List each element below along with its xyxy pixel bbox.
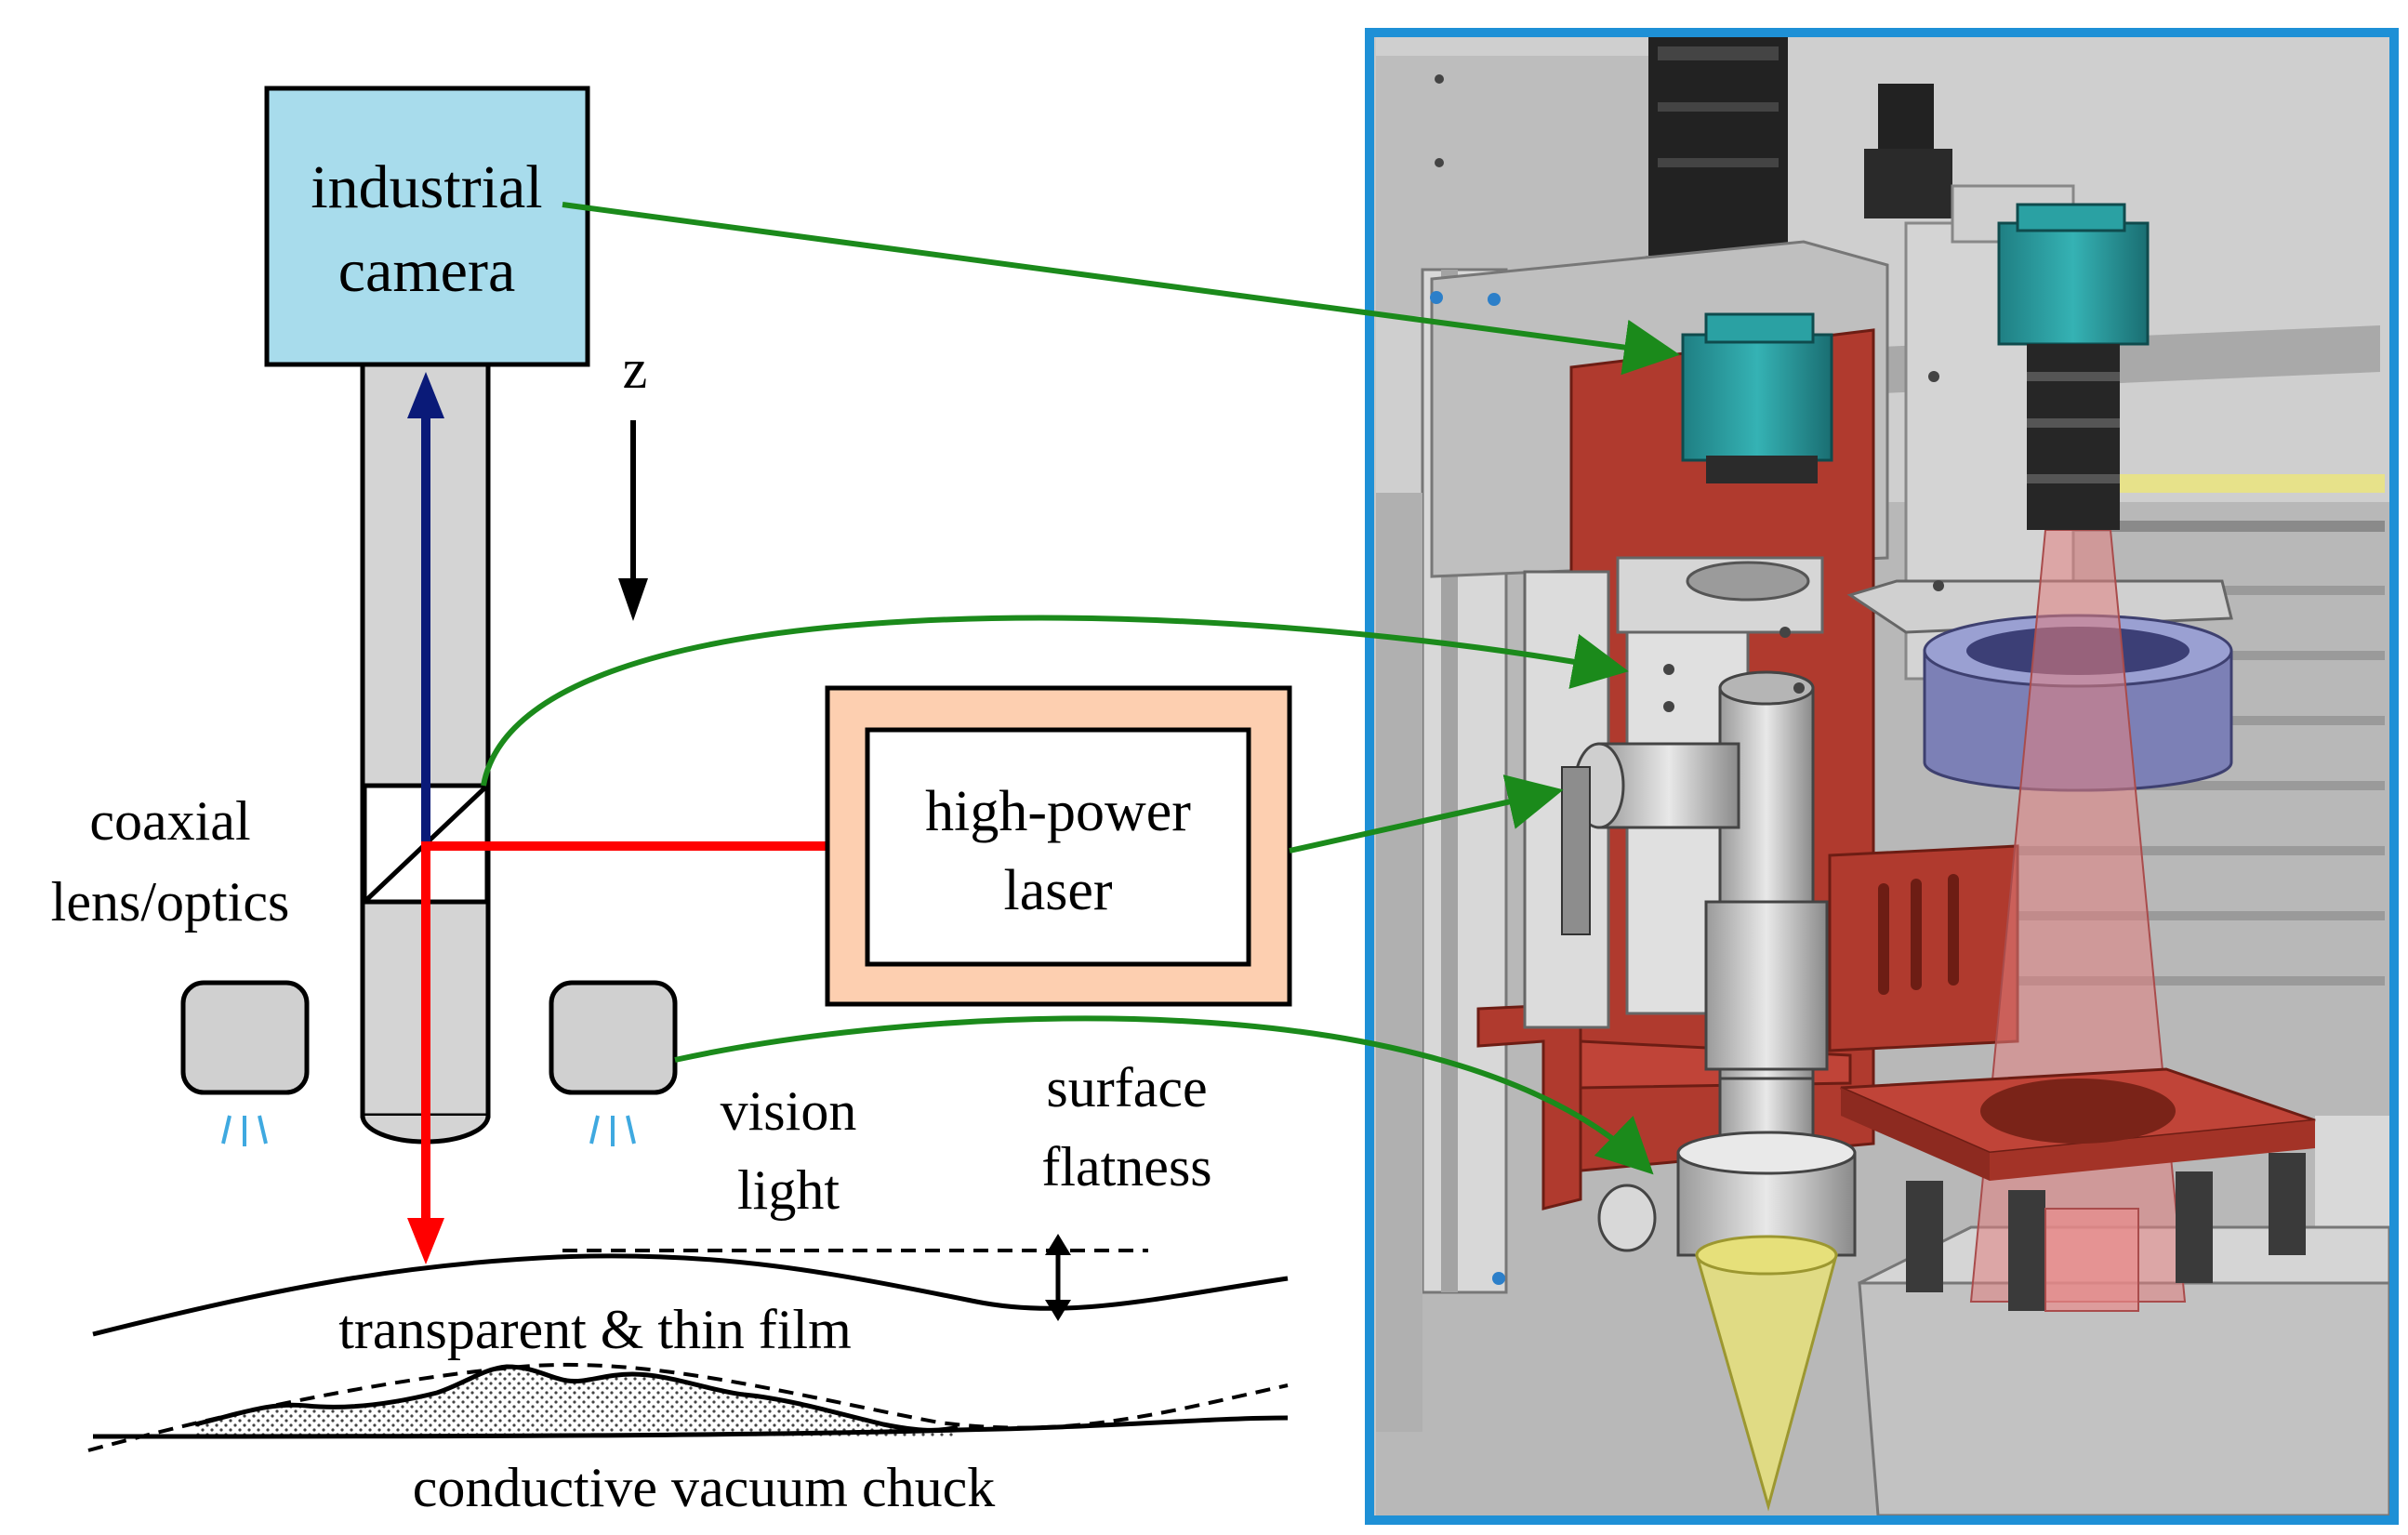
z-axis-label: z xyxy=(623,338,648,400)
chuck-label: conductive vacuum chuck xyxy=(413,1457,995,1518)
teal-camera-right xyxy=(1997,203,2150,530)
callout-laser-arrow xyxy=(1289,774,1564,854)
vacuum-chuck xyxy=(87,1362,1289,1452)
callout-light-arrow xyxy=(674,1015,1654,1175)
film-label: transparent & thin film xyxy=(338,1299,852,1360)
laser-label-line1: high-power xyxy=(925,780,1191,843)
surface-flatness-label-line1: surface xyxy=(1046,1057,1207,1118)
surface-flatness-label-line2: flatness xyxy=(1041,1136,1211,1198)
coaxial-label-line2: lens/optics xyxy=(51,871,290,933)
vision-light-right xyxy=(549,980,678,1146)
callout-arrows xyxy=(481,202,1680,1175)
callout-coaxial-arrow xyxy=(481,615,1629,787)
thin-film-surface xyxy=(92,1253,1289,1337)
teal-camera-left xyxy=(1681,312,1833,483)
vision-light-label-line1: vision xyxy=(721,1080,857,1142)
camera-label-line2: camera xyxy=(338,237,516,305)
vision-light-label-line2: light xyxy=(737,1159,840,1221)
machine-render xyxy=(1369,33,2394,1520)
camera-label-line1: industrial xyxy=(311,153,542,221)
z-axis-indicator: z xyxy=(618,338,648,621)
laser-beam xyxy=(407,841,827,1264)
photo-frame xyxy=(1365,28,2399,1525)
industrial-camera-box: industrial camera xyxy=(264,86,590,367)
vision-light-left xyxy=(180,980,310,1146)
high-power-laser-box: high-power laser xyxy=(825,685,1292,1007)
flatness-indicator xyxy=(562,1234,1148,1321)
coaxial-label-line1: coaxial xyxy=(89,790,250,852)
vision-beam-arrow xyxy=(407,372,444,841)
callout-camera-arrow xyxy=(562,202,1680,376)
laser-label-line2: laser xyxy=(1003,859,1112,922)
